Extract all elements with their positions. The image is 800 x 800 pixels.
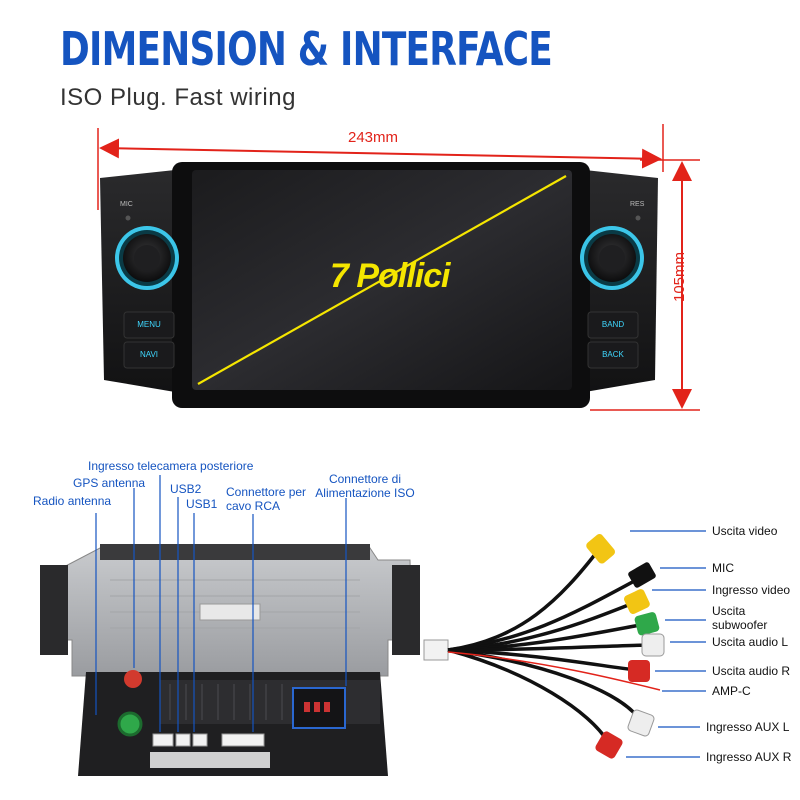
rca-connector-label: Connettore per cavo RCA — [226, 485, 307, 513]
rca-label-video-out: Uscita video — [712, 524, 778, 538]
res-label: RES — [630, 201, 645, 208]
usb2-port — [175, 733, 191, 747]
band-button-shape — [587, 311, 639, 339]
rca-label-audio-l: Uscita audio L — [712, 635, 789, 649]
rca-label-aux-r: Ingresso AUX R — [706, 750, 792, 764]
rca-label-video-in: Ingresso video — [712, 583, 791, 597]
audio-r-plug — [628, 660, 650, 682]
camera-port — [152, 733, 174, 747]
width-dimension-label: 243mm — [348, 129, 399, 146]
rca-label-audio-r: Uscita audio R — [712, 664, 791, 678]
mic-label: MIC — [120, 201, 133, 208]
screen-size-label: 7 Pollici — [330, 257, 450, 295]
rca-harness — [423, 534, 665, 759]
radio-antenna-label: Radio antenna — [33, 494, 112, 508]
reset-hole-icon — [635, 215, 641, 221]
gps-connector — [124, 670, 142, 688]
rca-label-aux-l: Ingresso AUX L — [706, 720, 790, 734]
video-out-plug — [586, 534, 616, 564]
usb2-label: USB2 — [170, 482, 202, 496]
screen-diagonal — [197, 175, 567, 385]
video-in-plug — [624, 589, 650, 614]
rear-leader-lines — [95, 475, 347, 732]
page-title: DIMENSION & INTERFACE — [60, 22, 553, 76]
iso-connector-label: Connettore di Alimentazione ISO — [315, 472, 415, 500]
navi-button-label: NAVI — [139, 350, 159, 359]
back-button-label: BACK — [602, 350, 624, 359]
usb1-label: USB1 — [186, 497, 218, 511]
height-dimension-label: 105mm — [671, 251, 688, 302]
aux-l-plug — [627, 709, 655, 737]
band-button-label: BAND — [601, 320, 625, 329]
tuning-knob — [580, 226, 644, 290]
back-button-shape — [587, 341, 639, 369]
rear-unit — [40, 544, 420, 776]
navi-button-shape — [123, 341, 175, 369]
rca-label-subwoofer: Uscita subwoofer — [712, 604, 768, 632]
camera-input-label: Ingresso telecamera posteriore — [88, 459, 254, 473]
menu-button-label: MENU — [137, 320, 161, 329]
width-dimension — [97, 124, 664, 210]
rca-port — [221, 733, 265, 747]
mic-plug — [628, 562, 656, 588]
mic-hole-icon — [125, 215, 131, 221]
rca-label-amp-c: AMP-C — [712, 684, 751, 698]
menu-button-shape — [123, 311, 175, 339]
page-subtitle: ISO Plug. Fast wiring — [60, 84, 296, 111]
subwoofer-plug — [634, 612, 660, 636]
volume-knob — [115, 226, 179, 290]
gps-antenna-label: GPS antenna — [73, 476, 146, 490]
usb1-port — [192, 733, 208, 747]
radio-unit — [100, 162, 658, 408]
rca-label-mic: MIC — [712, 561, 734, 575]
audio-l-plug — [641, 633, 665, 657]
rca-leader-lines — [626, 530, 706, 758]
aux-r-plug — [595, 731, 623, 759]
radio-antenna-connector — [117, 711, 143, 737]
height-dimension — [590, 159, 700, 411]
